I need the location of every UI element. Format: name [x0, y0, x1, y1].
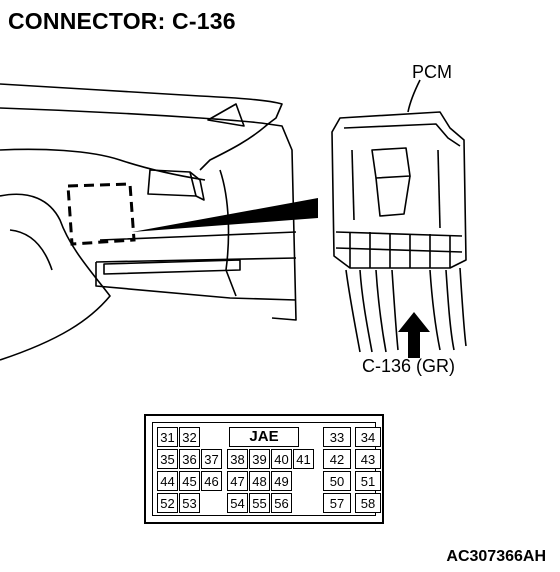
pin-39: 39 [249, 449, 270, 469]
pin-33: 33 [323, 427, 351, 447]
pin-36: 36 [179, 449, 200, 469]
page-title: CONNECTOR: C-136 [8, 8, 236, 34]
pin-41: 41 [293, 449, 314, 469]
pin-48: 48 [249, 471, 270, 491]
pin-46: 46 [201, 471, 222, 491]
pin-42: 42 [323, 449, 351, 469]
pin-34: 34 [355, 427, 381, 447]
pin-47: 47 [227, 471, 248, 491]
pin-56: 56 [271, 493, 292, 513]
pcm-label: PCM [412, 62, 452, 82]
pin-32: 32 [179, 427, 200, 447]
pin-49: 49 [271, 471, 292, 491]
connector-pinout: 31 32 JAE 33 34 35 36 37 38 39 40 41 42 … [144, 414, 384, 524]
pin-51: 51 [355, 471, 381, 491]
pin-38: 38 [227, 449, 248, 469]
maker-label: JAE [229, 427, 299, 447]
figure-code: AC307366AH [446, 548, 546, 565]
pin-58: 58 [355, 493, 381, 513]
pin-44: 44 [157, 471, 178, 491]
pin-35: 35 [157, 449, 178, 469]
pinout-frame: 31 32 JAE 33 34 35 36 37 38 39 40 41 42 … [152, 422, 381, 516]
pin-45: 45 [179, 471, 200, 491]
pin-52: 52 [157, 493, 178, 513]
pin-37: 37 [201, 449, 222, 469]
pin-50: 50 [323, 471, 351, 491]
pin-53: 53 [179, 493, 200, 513]
location-illustration [0, 79, 467, 361]
pin-54: 54 [227, 493, 248, 513]
pin-31: 31 [157, 427, 178, 447]
pin-40: 40 [271, 449, 292, 469]
connector-label: C-136 (GR) [362, 356, 456, 376]
pin-43: 43 [355, 449, 381, 469]
pin-55: 55 [249, 493, 270, 513]
pin-57: 57 [323, 493, 351, 513]
